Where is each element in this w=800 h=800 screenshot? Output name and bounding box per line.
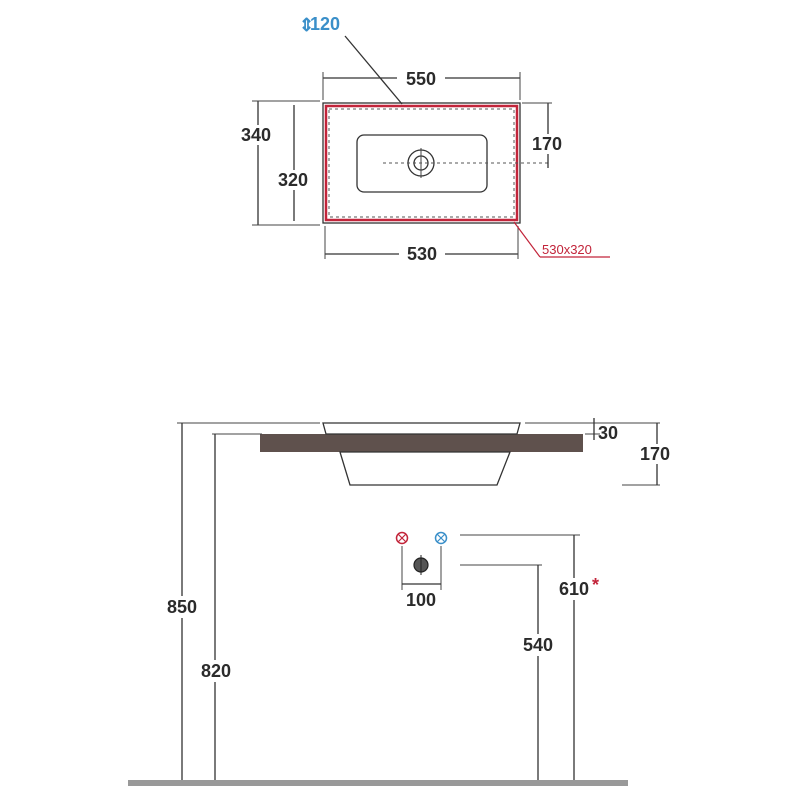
- depth-arrow-icon: ⇕: [299, 15, 314, 35]
- top-view: 550 ⇕ 120 340 320 170 530 530x320: [236, 14, 610, 264]
- hot-valve-cross: [397, 533, 407, 543]
- basin-height-label: 170: [640, 444, 670, 464]
- label-bg: [194, 660, 238, 682]
- side-view: 30 170 850 820 100: [128, 418, 679, 786]
- tap-spacing-label: 100: [406, 590, 436, 610]
- label-bg: [236, 125, 276, 145]
- basin-bowl: [339, 451, 511, 486]
- depth-leader: [344, 35, 403, 105]
- cutout-leader: [513, 221, 541, 258]
- cutout-label: 530x320: [542, 242, 592, 257]
- basin-outline-top: [322, 102, 521, 224]
- label-bg: [399, 244, 445, 264]
- label-bg: [397, 68, 445, 88]
- width-outer-label: 550: [406, 69, 436, 89]
- drain-height-label: 540: [523, 635, 553, 655]
- depth-label: 120: [310, 14, 340, 34]
- label-bg: [552, 578, 606, 600]
- supply-height-label: 610: [559, 579, 589, 599]
- label-bg: [160, 596, 204, 618]
- cold-valve-cross: [436, 533, 446, 543]
- thickness-label: 30: [598, 423, 618, 443]
- label-bg: [528, 134, 570, 154]
- floor: [128, 780, 628, 786]
- basin-rim: [322, 422, 521, 435]
- label-bg: [633, 444, 679, 464]
- width-inner-label: 530: [407, 244, 437, 264]
- cutout-inner-dash: [328, 108, 515, 218]
- countertop: [260, 434, 583, 452]
- tap-offset-label: 170: [532, 134, 562, 154]
- height-outer-label: 340: [241, 125, 271, 145]
- overall-height-label: 850: [167, 597, 197, 617]
- supply-note-marker: *: [592, 575, 599, 595]
- top-height-label: 820: [201, 661, 231, 681]
- label-bg: [272, 170, 314, 190]
- height-inner-label: 320: [278, 170, 308, 190]
- label-bg: [516, 634, 560, 656]
